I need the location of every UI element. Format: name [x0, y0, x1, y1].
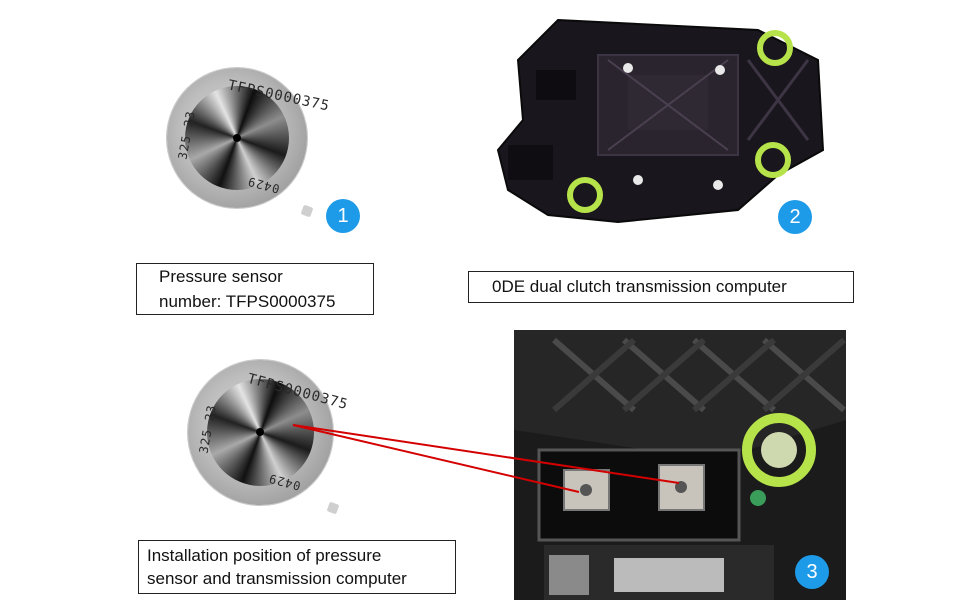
label-pressure-sensor-line2: number: TFPS0000375: [159, 292, 336, 311]
pressure-sensor-image-top: TFPS0000375 325 23 0429: [167, 68, 331, 218]
badge-1: 1: [326, 199, 360, 233]
label-installation-position: Installation position of pressure sensor…: [138, 540, 456, 594]
installation-closeup-image: [514, 330, 846, 600]
transmission-computer-image: [496, 18, 825, 224]
label-installation-line1: Installation position of pressure: [147, 546, 382, 565]
closeup-graphic: [514, 330, 846, 600]
sensor-center: [256, 428, 264, 436]
pressure-sensor-image-bottom: TFPS0000375 325 23 0429: [188, 360, 350, 515]
label-installation-line2: sensor and transmission computer: [147, 569, 407, 588]
label-transmission-computer: 0DE dual clutch transmission computer: [468, 271, 854, 303]
computer-housing: [496, 18, 825, 224]
badge-2: 2: [778, 200, 812, 234]
green-ring-connectors: [567, 30, 793, 213]
pointer-line-left: [292, 424, 580, 493]
sensor-center: [233, 134, 241, 142]
label-transmission-computer-text: 0DE dual clutch transmission computer: [492, 277, 787, 296]
label-pressure-sensor-line1: Pressure sensor: [159, 267, 283, 286]
label-pressure-sensor-number: Pressure sensor number: TFPS0000375: [136, 263, 374, 315]
pointer-line-right: [292, 424, 680, 484]
badge-3: 3: [795, 555, 829, 589]
mounting-holes: [623, 63, 725, 190]
